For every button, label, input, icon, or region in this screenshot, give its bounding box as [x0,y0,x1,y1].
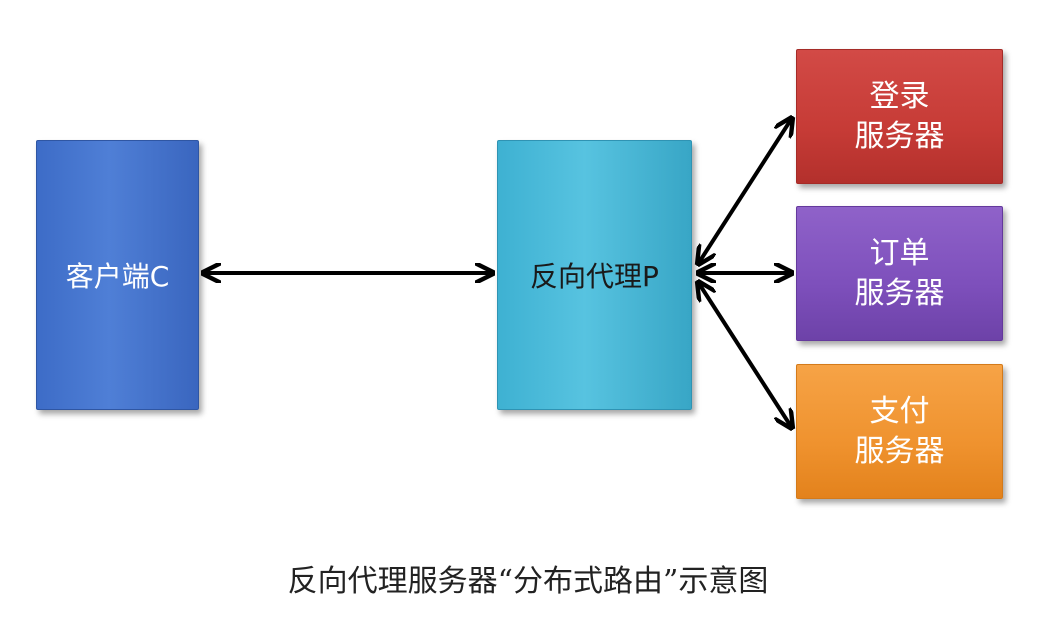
edge-proxy-login [698,118,792,264]
diagram-caption: 反向代理服务器“分布式路由”示意图 [287,564,769,599]
proxy-label: 反向代理P [530,260,659,293]
payment-server-node: 支付 服务器 [796,364,1003,499]
payment-server-line1: 支付 [869,393,930,429]
login-server-line2: 服务器 [854,118,945,154]
client-label: 客户端C [65,260,170,293]
login-server-node: 登录 服务器 [796,49,1003,184]
login-server-line1: 登录 [869,78,930,114]
edge-proxy-payment [698,282,792,428]
payment-server-line2: 服务器 [854,433,945,469]
order-server-line2: 服务器 [854,275,945,311]
order-server-node: 订单 服务器 [796,206,1003,341]
order-server-line1: 订单 [869,235,930,271]
client-node: 客户端C [36,140,199,410]
proxy-node: 反向代理P [497,140,692,410]
